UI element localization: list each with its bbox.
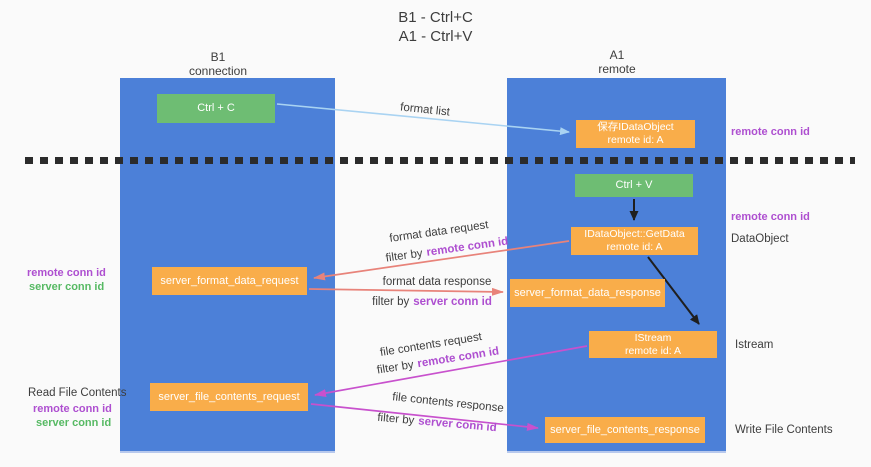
filter-prefix: filter by bbox=[372, 296, 410, 308]
node-istream-line2: remote id: A bbox=[624, 344, 682, 357]
node-server-format-data-request: server_format_data_request bbox=[152, 267, 307, 295]
filter-prefix: filter by bbox=[376, 411, 415, 427]
lifeline-b1-role: connection bbox=[188, 64, 248, 78]
title-line-1: B1 - Ctrl+C bbox=[398, 9, 473, 26]
node-file-request-label: server_file_contents_request bbox=[158, 390, 300, 403]
filter-key-server-conn-id: server conn id bbox=[417, 415, 498, 435]
node-server-format-data-response: server_format_data_response bbox=[510, 279, 665, 307]
node-save-idataobject-line2: remote id: A bbox=[607, 134, 664, 146]
filter-key-remote-conn-id: remote conn id bbox=[425, 235, 509, 259]
node-getdata-line2: remote id: A bbox=[606, 241, 663, 253]
arrow-format-data-response bbox=[308, 287, 504, 296]
annotation-write-file-contents: Write File Contents bbox=[735, 424, 833, 436]
annotation-dataobject: DataObject bbox=[731, 233, 789, 245]
node-ctrl-v-label: Ctrl + V bbox=[615, 179, 653, 191]
node-ctrl-c-label: Ctrl + C bbox=[197, 102, 235, 114]
node-ctrl-c: Ctrl + C bbox=[157, 94, 275, 123]
lifeline-a1-name: A1 bbox=[609, 48, 625, 62]
label-format-data-response: format data response bbox=[382, 276, 492, 288]
lifeline-header-b1: B1 connection bbox=[189, 50, 247, 78]
node-file-response-label: server_file_contents_response bbox=[550, 423, 700, 436]
filter-key-server-conn-id: server conn id bbox=[413, 296, 492, 308]
node-save-idataobject-line1: 保存IDataObject bbox=[597, 121, 674, 133]
label-file-contents-response: file contents response bbox=[391, 391, 505, 415]
annotation-remote-conn-id-top: remote conn id bbox=[731, 126, 810, 138]
node-save-idataobject: 保存IDataObject remote id: A bbox=[576, 120, 695, 148]
annotation-istream: Istream bbox=[735, 339, 774, 351]
annotation-server-conn-id-left-mid: server conn id bbox=[29, 281, 105, 293]
boundary-dashed-line bbox=[25, 157, 855, 164]
filter-prefix: filter by bbox=[385, 247, 424, 265]
node-istream-line1: IStream bbox=[634, 331, 672, 344]
node-istream: IStream remote id: A bbox=[589, 331, 717, 358]
diagram-title: B1 - Ctrl+C A1 - Ctrl+V bbox=[0, 8, 871, 46]
filter-prefix: filter by bbox=[376, 358, 415, 377]
annotation-remote-conn-id-left-mid: remote conn id bbox=[27, 267, 106, 279]
annotation-remote-conn-id-mid: remote conn id bbox=[731, 211, 810, 223]
title-line-2: A1 - Ctrl+V bbox=[398, 28, 473, 45]
node-server-file-contents-request: server_file_contents_request bbox=[150, 383, 308, 411]
annotation-server-conn-id-left-bottom: server conn id bbox=[36, 417, 112, 429]
annotation-remote-conn-id-left-bottom: remote conn id bbox=[33, 403, 112, 415]
node-getdata-line1: IDataObject::GetData bbox=[584, 228, 685, 240]
node-format-request-label: server_format_data_request bbox=[160, 274, 299, 287]
lifeline-header-a1: A1 remote bbox=[598, 48, 635, 76]
node-server-file-contents-response: server_file_contents_response bbox=[545, 417, 705, 443]
node-idataobject-getdata: IDataObject::GetData remote id: A bbox=[571, 227, 698, 255]
annotation-read-file-contents: Read File Contents bbox=[28, 387, 127, 399]
label-format-list: format list bbox=[399, 101, 451, 119]
lifeline-b1-name: B1 bbox=[210, 50, 226, 64]
lifeline-a1-role: remote bbox=[598, 62, 636, 76]
node-format-response-label: server_format_data_response bbox=[514, 286, 661, 299]
node-ctrl-v: Ctrl + V bbox=[575, 174, 693, 197]
